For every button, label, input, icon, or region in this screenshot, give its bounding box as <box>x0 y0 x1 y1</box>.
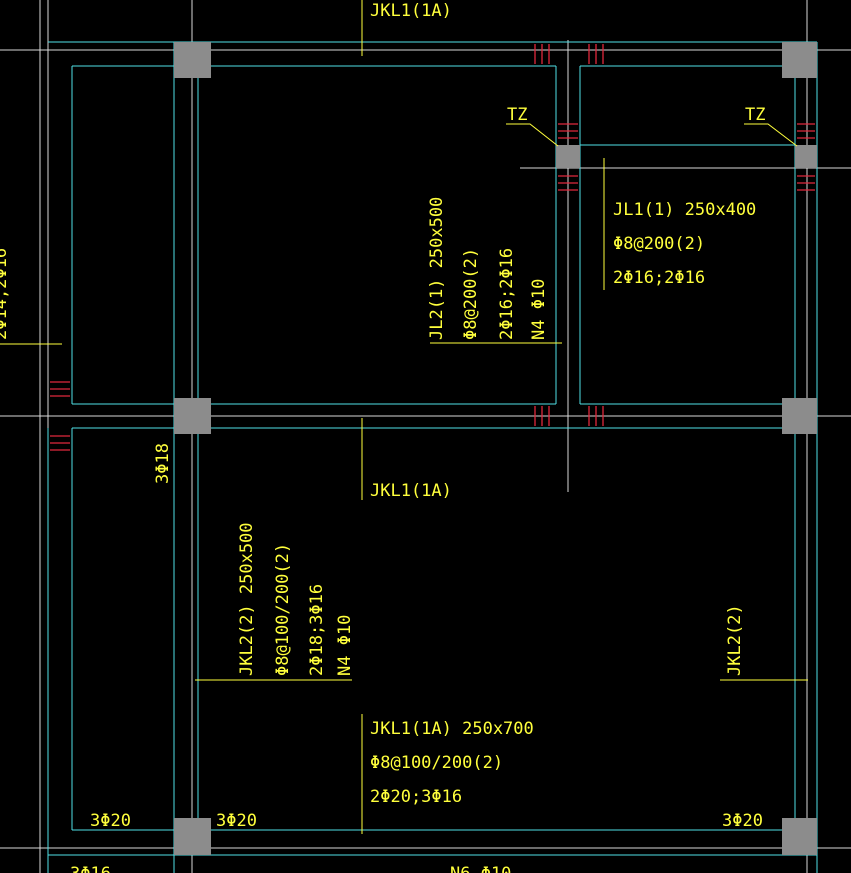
label-jl1-stirrup[interactable]: Φ8@200(2) <box>613 234 705 254</box>
label-left-col-rebar[interactable]: 3Φ18 <box>153 443 173 484</box>
column-bottom-right[interactable] <box>782 818 817 855</box>
tz-column-right[interactable] <box>795 145 817 168</box>
label-tz-left[interactable]: TZ <box>507 105 527 125</box>
label-mid-beam[interactable]: JKL1(1A) <box>370 481 452 501</box>
column-top-left[interactable] <box>174 42 211 78</box>
column-mid-left[interactable] <box>174 398 211 434</box>
leader-tz-left <box>506 123 559 147</box>
label-jl2-rebar[interactable]: 2Φ16;2Φ16 <box>497 248 517 340</box>
column-mid-right[interactable] <box>782 398 817 434</box>
column-bottom-left[interactable] <box>174 818 211 855</box>
annotations: JKL1(1A) JKL1(1A) TZ TZ JL1(1) 250x400 Φ… <box>0 1 765 873</box>
rebar-tick-group <box>50 381 70 451</box>
rebar-tick-group <box>558 123 578 191</box>
rebar-tick-group <box>534 44 604 64</box>
label-bottom-beam-name[interactable]: JKL1(1A) 250x700 <box>370 719 534 739</box>
rebar-ticks <box>50 44 815 451</box>
leader-tz-right <box>744 123 798 147</box>
label-jkl2-side[interactable]: N4 Φ10 <box>335 615 355 676</box>
label-jl2-stirrup[interactable]: Φ8@200(2) <box>461 248 481 340</box>
label-jl2-name[interactable]: JL2(1) 250x500 <box>427 197 447 340</box>
label-jl1-rebar[interactable]: 2Φ16;2Φ16 <box>613 268 705 288</box>
label-corner-bl-outer[interactable]: 3Φ20 <box>90 811 131 831</box>
label-jkl2-stirrup[interactable]: Φ8@100/200(2) <box>273 543 293 676</box>
label-bottom-beam-stirrup[interactable]: Φ8@100/200(2) <box>370 753 503 773</box>
label-corner-br[interactable]: 3Φ20 <box>722 811 763 831</box>
tz-column-left[interactable] <box>556 145 580 168</box>
label-top-beam[interactable]: JKL1(1A) <box>370 1 452 21</box>
label-left-partial[interactable]: 2Φ14;2Φ16 <box>0 248 11 340</box>
rebar-tick-group <box>797 123 815 191</box>
rebar-tick-group <box>534 406 604 426</box>
label-bottom-partial-mid[interactable]: N6 Φ10 <box>450 864 511 873</box>
label-bottom-beam-rebar[interactable]: 2Φ20;3Φ16 <box>370 787 462 807</box>
label-jl2-side[interactable]: N4 Φ10 <box>529 279 549 340</box>
label-jl1-name[interactable]: JL1(1) 250x400 <box>613 200 756 220</box>
leader-lines <box>0 0 808 834</box>
label-bottom-partial-left[interactable]: 3Φ16 <box>70 864 111 873</box>
label-jkl2-name[interactable]: JKL2(2) 250x500 <box>237 522 257 676</box>
label-jkl2-right[interactable]: JKL2(2) <box>725 604 745 676</box>
label-jkl2-rebar[interactable]: 2Φ18;3Φ16 <box>307 584 327 676</box>
beam-outlines <box>47 41 818 873</box>
label-tz-right[interactable]: TZ <box>745 105 765 125</box>
columns <box>174 42 817 855</box>
label-corner-bl-inner[interactable]: 3Φ20 <box>216 811 257 831</box>
column-top-right[interactable] <box>782 42 817 78</box>
